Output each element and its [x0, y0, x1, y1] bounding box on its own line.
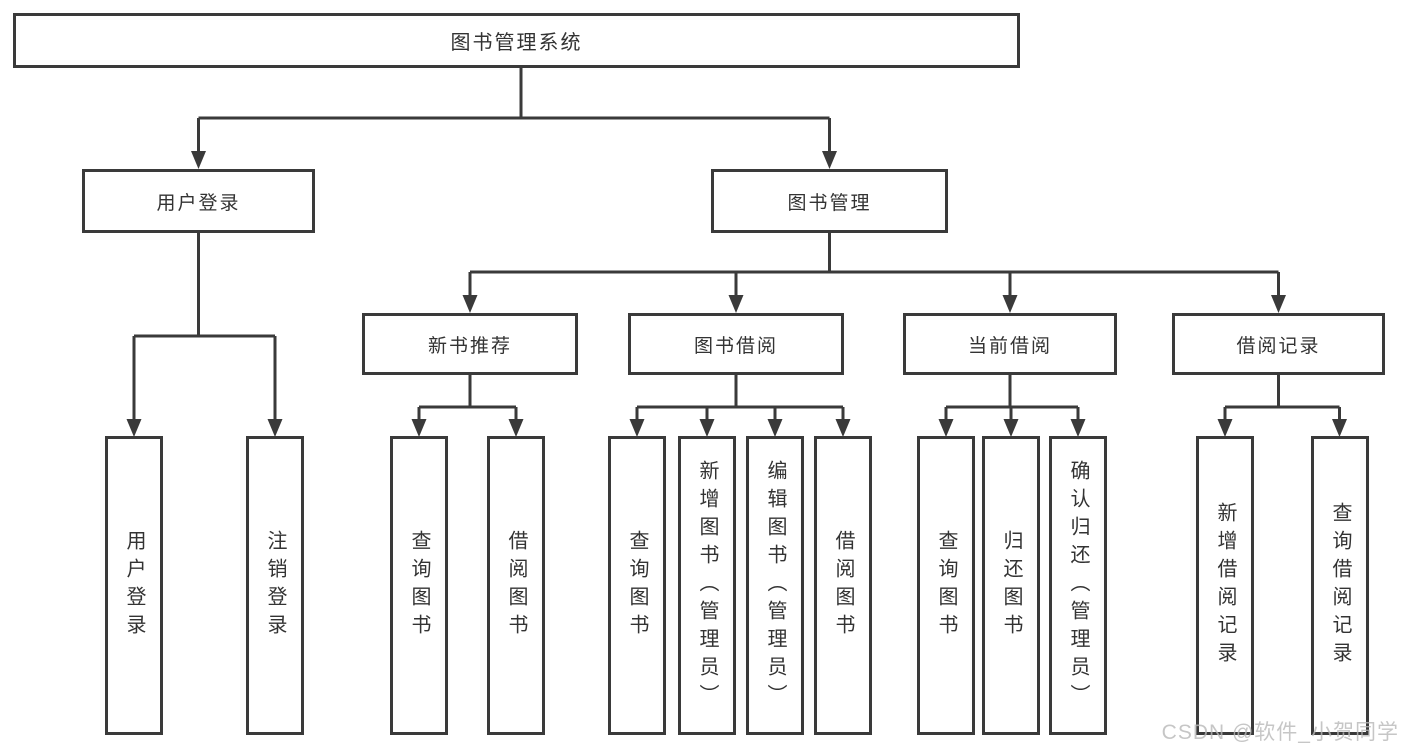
node-current-borrow: 当前借阅	[903, 313, 1117, 375]
leaf-label: 查询图书	[935, 529, 957, 642]
node-new-book-recommend: 新书推荐	[362, 313, 578, 375]
node-book-management-label: 图书管理	[787, 192, 872, 214]
leaf-user-login: 用户登录	[105, 436, 163, 735]
leaf-add-book-admin: 新增图书（管理员）	[678, 436, 736, 735]
leaf-label: 查询图书	[626, 529, 648, 642]
csdn-watermark: CSDN @软件_小贺同学	[1161, 721, 1399, 744]
leaf-label: 查询借阅记录	[1329, 501, 1351, 670]
node-borrow-records-label: 借阅记录	[1236, 335, 1321, 357]
node-borrow-records: 借阅记录	[1172, 313, 1385, 375]
leaf-label: 编辑图书（管理员）	[764, 459, 786, 712]
node-user-login: 用户登录	[82, 169, 315, 233]
leaf-label: 确认归还（管理员）	[1067, 459, 1089, 712]
leaf-borrow-book: 借阅图书	[814, 436, 872, 735]
leaf-return-book: 归还图书	[982, 436, 1040, 735]
leaf-edit-book-admin: 编辑图书（管理员）	[746, 436, 804, 735]
leaf-query-borrow-record: 查询借阅记录	[1311, 436, 1369, 735]
leaf-label: 新增借阅记录	[1214, 501, 1236, 670]
leaf-confirm-return-admin: 确认归还（管理员）	[1049, 436, 1107, 735]
leaf-query-book-current: 查询图书	[917, 436, 975, 735]
leaf-label: 查询图书	[408, 529, 430, 642]
leaf-label: 归还图书	[1000, 529, 1022, 642]
node-user-login-label: 用户登录	[156, 192, 241, 214]
node-book-management: 图书管理	[711, 169, 948, 233]
node-new-book-recommend-label: 新书推荐	[427, 335, 512, 357]
node-root-label: 图书管理系统	[450, 32, 583, 54]
node-root: 图书管理系统	[13, 13, 1020, 68]
node-current-borrow-label: 当前借阅	[967, 335, 1052, 357]
leaf-query-book-borrow: 查询图书	[608, 436, 666, 735]
leaf-query-book-recommend: 查询图书	[390, 436, 448, 735]
leaf-label: 借阅图书	[505, 529, 527, 642]
arrowheads	[126, 151, 1347, 437]
leaf-label: 借阅图书	[832, 529, 854, 642]
leaf-logout: 注销登录	[246, 436, 304, 735]
leaf-label: 注销登录	[264, 529, 286, 642]
node-book-borrow-label: 图书借阅	[693, 335, 778, 357]
leaf-label: 新增图书（管理员）	[696, 459, 718, 712]
leaf-borrow-book-recommend: 借阅图书	[487, 436, 545, 735]
leaf-add-borrow-record: 新增借阅记录	[1196, 436, 1254, 735]
leaf-label: 用户登录	[123, 529, 145, 642]
node-book-borrow: 图书借阅	[628, 313, 844, 375]
